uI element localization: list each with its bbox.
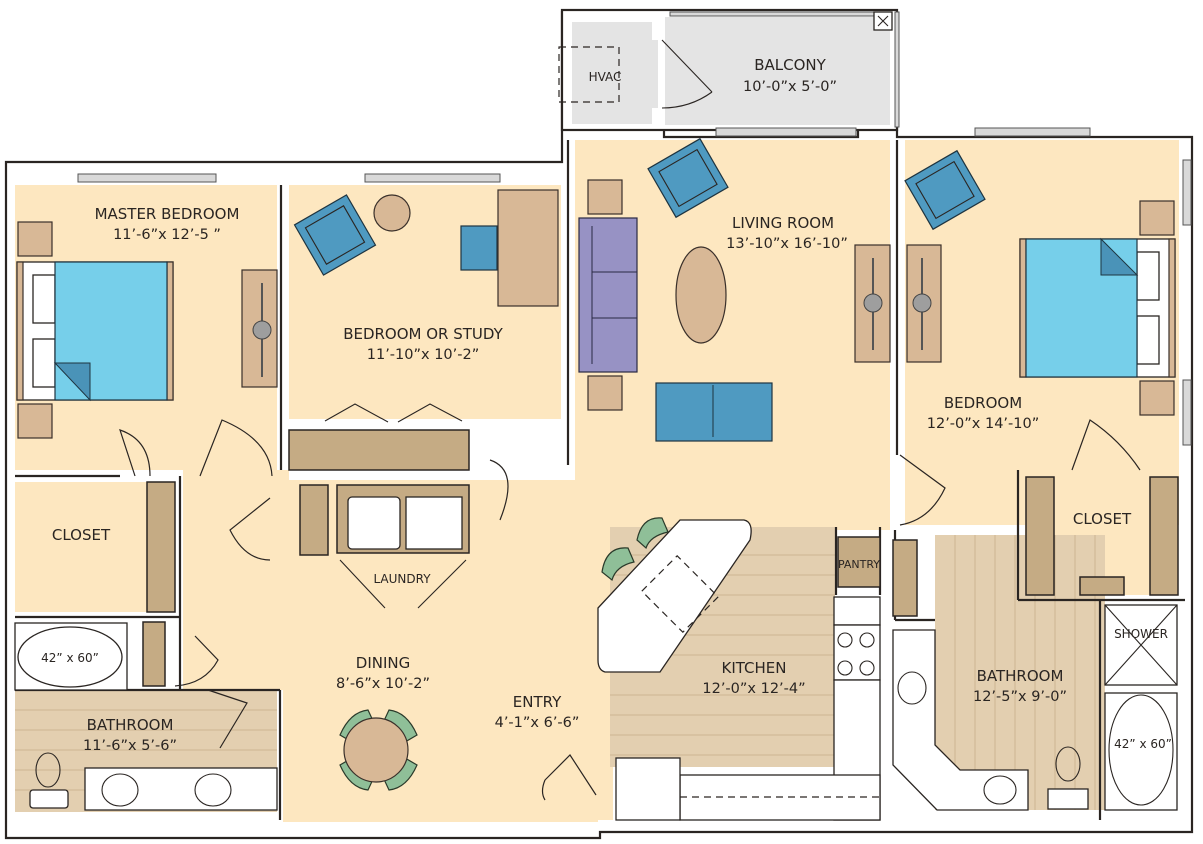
second-bath-fixtures (892, 604, 1178, 811)
room-name-living-room: LIVING ROOM (732, 214, 834, 232)
room-name-shower: SHOWER (1114, 627, 1168, 641)
room-labels: BALCONY 10’-0”x 5’-0” HVAC MASTER BEDROO… (41, 56, 1172, 754)
kitchen-fixtures (597, 517, 881, 821)
room-name-dining: DINING (356, 654, 410, 672)
interior-walls (15, 140, 1185, 820)
room-name-bathroom-second: BATHROOM (977, 667, 1064, 685)
doors (119, 419, 1141, 801)
room-dims-bathroom-second: 12’-5”x 9’-0” (973, 689, 1067, 705)
room-name-bedroom-or-study: BEDROOM OR STUDY (343, 325, 503, 343)
room-name-entry: ENTRY (513, 693, 562, 711)
closets (142, 476, 1179, 687)
room-name-hvac: HVAC (589, 70, 622, 84)
living-furniture (578, 137, 891, 442)
room-name-bedroom: BEDROOM (944, 394, 1022, 412)
room-name-closet-bedroom: CLOSET (1073, 510, 1132, 528)
master-bath-fixtures (14, 622, 278, 811)
room-dims-bedroom-or-study: 11’-10”x 10’-2” (367, 347, 479, 363)
room-dims-living-room: 13’-10”x 16’-10” (726, 236, 848, 252)
dining-set (339, 709, 418, 791)
laundry-appliances (336, 484, 470, 609)
room-name-bathroom-master: BATHROOM (87, 716, 174, 734)
room-dims-bathroom-master: 11’-6”x 5’-6” (83, 738, 177, 754)
room-name-pantry: PANTRY (838, 558, 880, 571)
room-dims-balcony: 10’-0”x 5’-0” (743, 79, 837, 95)
tub-size-second: 42” x 60” (1114, 737, 1172, 751)
windows (77, 11, 1192, 446)
room-name-closet-master: CLOSET (52, 526, 111, 544)
balcony (558, 11, 893, 109)
room-dims-master-bedroom: 11’-6”x 12’-5 ” (113, 227, 221, 243)
room-name-balcony: BALCONY (754, 56, 826, 74)
room-name-laundry: LAUNDRY (373, 572, 431, 586)
room-dims-entry: 4’-1”x 6’-6” (495, 715, 580, 731)
master-bedroom-furniture (16, 221, 278, 439)
room-dims-kitchen: 12’-0”x 12’-4” (702, 681, 805, 697)
bedroom-furniture (904, 149, 1176, 416)
room-name-master-bedroom: MASTER BEDROOM (95, 205, 240, 223)
room-dims-dining: 8’-6”x 10’-2” (336, 676, 430, 692)
room-name-kitchen: KITCHEN (722, 659, 787, 677)
study-furniture (288, 189, 559, 471)
tub-size-master: 42” x 60” (41, 651, 99, 665)
room-dims-bedroom: 12’-0”x 14’-10” (927, 416, 1039, 432)
